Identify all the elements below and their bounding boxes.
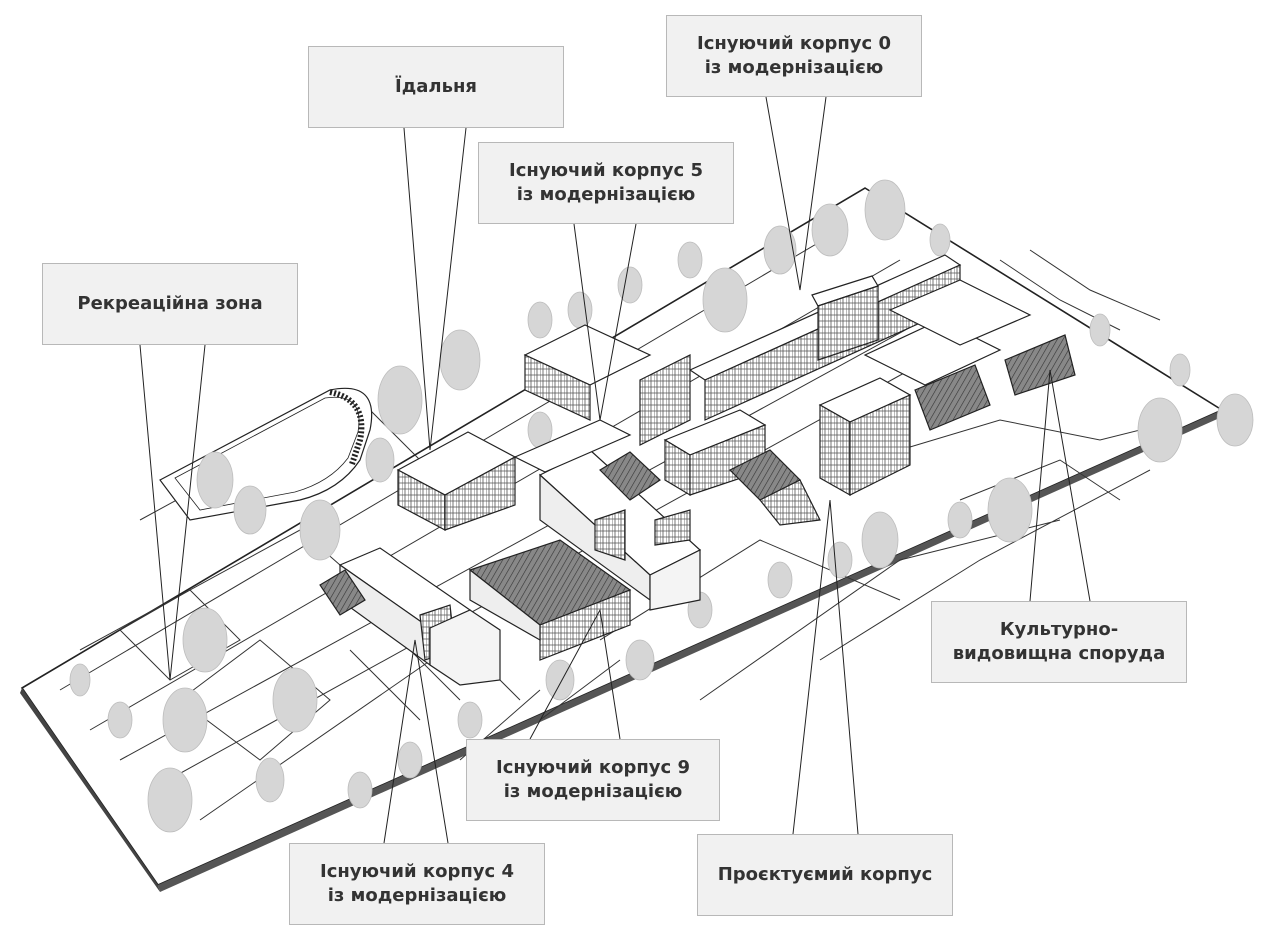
leader-building4 <box>383 639 449 844</box>
label-dining: Їдальня <box>308 46 564 128</box>
leader-dining <box>403 127 467 451</box>
label-recreation-zone: Рекреаційна зона <box>42 263 298 345</box>
leader-cultural <box>1029 369 1091 602</box>
label-building-4: Існуючий корпус 4 із модернізацією <box>289 843 545 925</box>
trees <box>69 179 1254 833</box>
label-cultural-venue: Культурно- видовищна споруда <box>931 601 1187 683</box>
leader-lines <box>139 96 1091 844</box>
leader-recreation <box>139 344 206 681</box>
leader-projected <box>792 499 859 835</box>
leader-building5 <box>573 223 637 421</box>
label-building-0: Існуючий корпус 0 із модернізацією <box>666 15 922 97</box>
leader-building0 <box>765 96 827 291</box>
label-building-5: Існуючий корпус 5 із модернізацією <box>478 142 734 224</box>
leader-building9 <box>529 608 621 740</box>
label-building-9: Існуючий корпус 9 із модернізацією <box>466 739 720 821</box>
label-projected-building: Проєктуємий корпус <box>697 834 953 916</box>
buildings <box>319 254 1076 686</box>
